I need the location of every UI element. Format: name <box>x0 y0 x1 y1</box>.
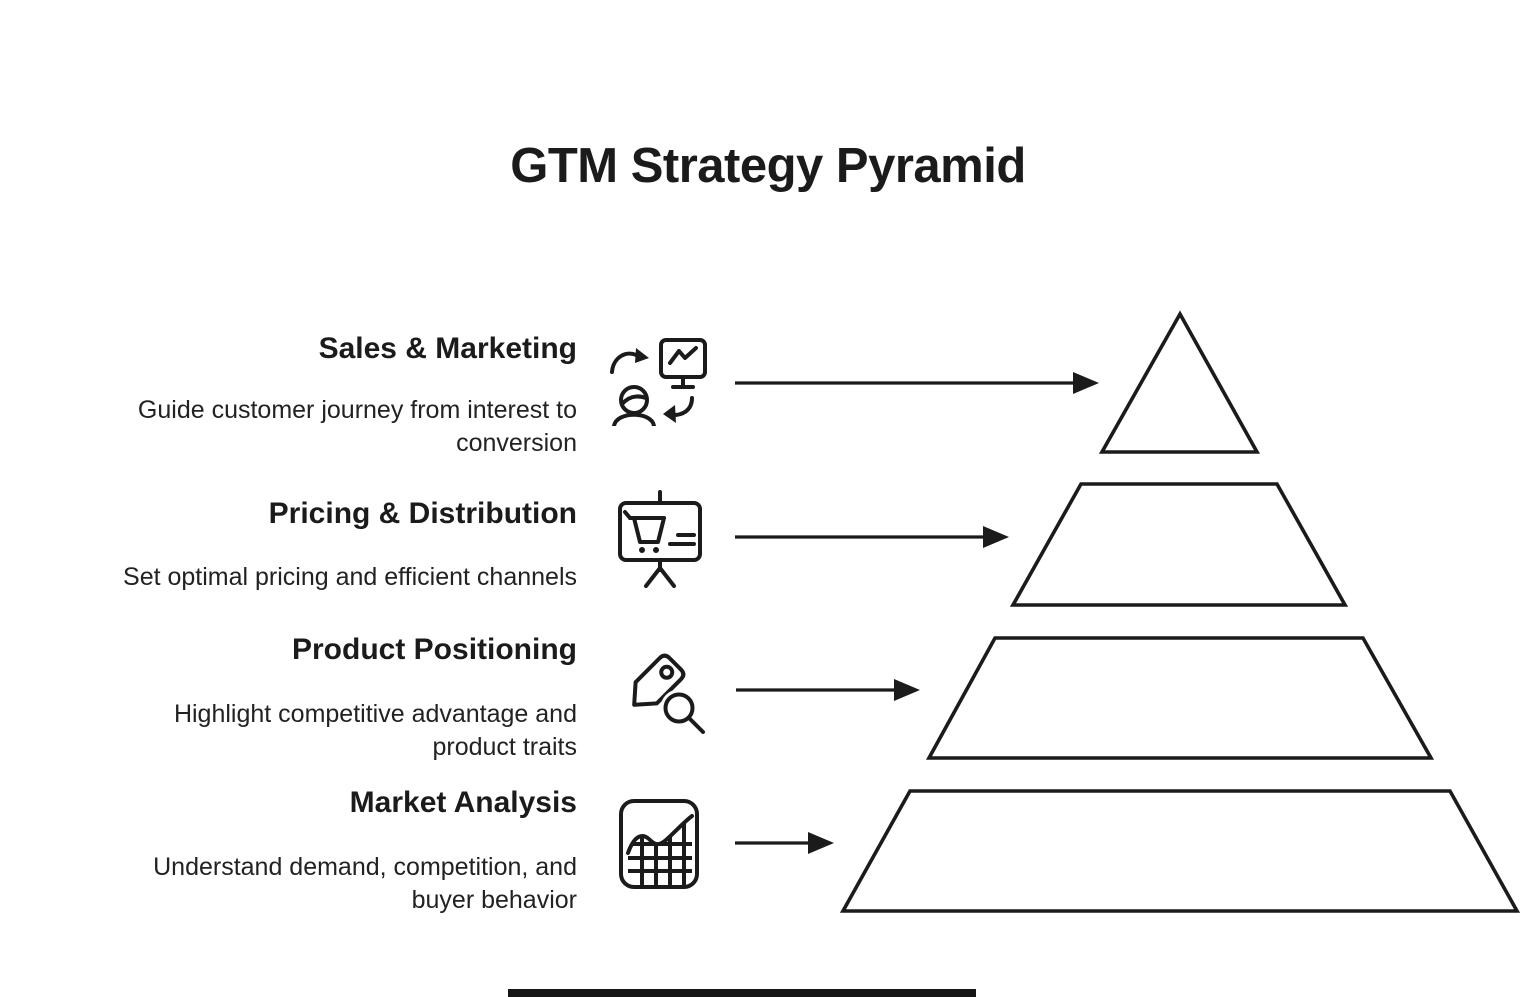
pyramid-level-2-pricing-distribution <box>1009 482 1349 607</box>
level-name-market-analysis: Market Analysis <box>349 786 577 819</box>
arrow-market-analysis <box>735 832 834 854</box>
level-name-sales-marketing: Sales & Marketing <box>318 332 577 365</box>
chart-grid-icon <box>619 799 699 889</box>
customer-journey-presentation-icon <box>610 338 707 426</box>
arrow-pricing-distribution <box>735 526 1009 548</box>
pyramid-level-1-sales-marketing <box>1098 310 1261 454</box>
level-desc-market-analysis: Understand demand, competition, and buye… <box>153 853 577 914</box>
easel-shopping-cart-icon <box>618 490 702 588</box>
pyramid-level-3-product-positioning <box>925 636 1435 760</box>
pyramid-level-4-market-analysis <box>839 789 1521 913</box>
level-desc-sales-marketing: Guide customer journey from interest to … <box>137 396 577 457</box>
page-title: GTM Strategy Pyramid <box>510 139 1026 193</box>
arrow-sales-marketing <box>735 372 1099 394</box>
level-desc-pricing-distribution: Set optimal pricing and efficient channe… <box>123 563 577 591</box>
level-name-pricing-distribution: Pricing & Distribution <box>268 497 577 530</box>
bottom-bar <box>508 989 976 997</box>
tag-magnifier-icon <box>632 653 705 734</box>
level-name-product-positioning: Product Positioning <box>292 633 577 666</box>
level-desc-product-positioning: Highlight competitive advantage and prod… <box>173 700 577 761</box>
arrow-product-positioning <box>736 679 920 701</box>
